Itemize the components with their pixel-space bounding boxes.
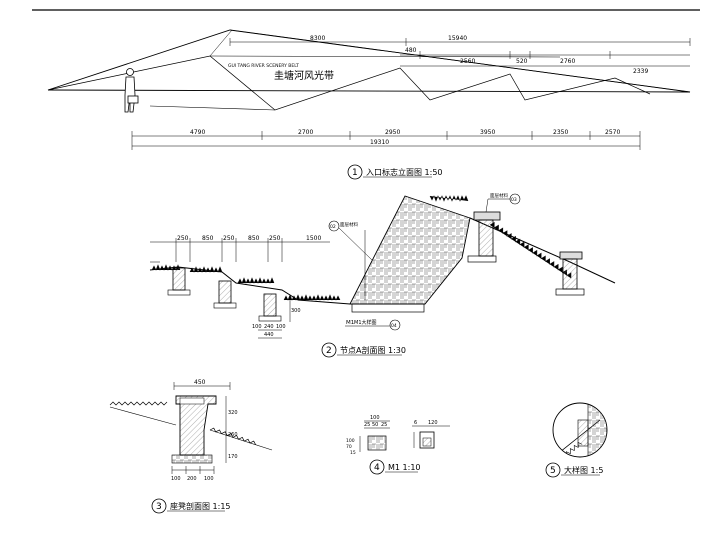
svg-text:5: 5 [550,466,556,476]
dim-label: 520 [516,58,528,65]
dim-label: 170 [228,454,238,460]
svg-text:入口标志立面图 1:50: 入口标志立面图 1:50 [366,167,443,177]
dim-label: 2570 [605,129,620,136]
dim-label: 25 [381,422,387,428]
tag-m1: M1 M1大样图 04 [345,319,401,331]
caption-section: 2 节点A剖面图 1:30 [321,342,406,358]
dim-label: 120 [428,420,438,426]
dim-label: 440 [264,332,274,338]
section-small-dims [258,296,291,339]
dim-label: 3950 [480,129,495,136]
dim-label: 240 [264,324,274,330]
dim-label: 50 [372,422,378,428]
dim-label: 250 [223,235,235,242]
grass [151,195,572,301]
svg-text:02: 02 [330,224,336,230]
dim-label: 2700 [298,129,313,136]
svg-text:节点A剖面图 1:30: 节点A剖面图 1:30 [340,345,406,355]
seat-section [555,251,585,296]
dim-label: 250 [177,235,189,242]
svg-text:面层材料: 面层材料 [340,221,358,228]
svg-text:M1: M1 [346,320,354,326]
dim-label: 4790 [190,129,205,136]
tag-03: 面层材料 03 [485,192,521,213]
dim-total: 19310 [370,139,389,146]
dim-label: 200 [187,476,197,482]
dim-label: 2760 [560,58,575,65]
wall-cap [467,211,501,263]
caption-bench: 3 座凳剖面图 1:15 [151,498,231,514]
dim-label: 15940 [448,35,467,42]
dim-label: 480 [405,47,417,54]
dim-label: 100 [171,476,181,482]
dim-label: 1500 [306,235,321,242]
elevation-top-dims [229,38,691,67]
dim-label: 300 [291,308,301,314]
dim-label: 100 [346,438,355,444]
svg-text:1: 1 [352,168,358,178]
enlarged-detail [552,402,608,458]
dim-label: 100 [276,324,286,330]
post [258,293,282,322]
dim-label: 2560 [460,58,475,65]
dim-label: 100 [370,415,380,421]
dim-label: 2350 [553,129,568,136]
dim-label: 260 [228,432,238,438]
caption-detail5: 5 大样图 1:5 [545,462,603,478]
bench-section-detail [109,382,273,474]
dim-label: 25 [364,422,370,428]
entrance-sign-elevation: GUI TANG RIVER SCENERY BELT 圭塘河风光带 [47,29,691,113]
svg-text:2: 2 [326,346,332,356]
dim-label: 250 [269,235,281,242]
sign-wall-section [349,195,471,313]
svg-text:03: 03 [511,197,517,203]
dim-label: 450 [194,379,206,386]
svg-text:面层材料: 面层材料 [490,192,508,199]
dim-label: 15 [350,450,356,456]
dim-label: 850 [202,235,214,242]
dim-label: 850 [248,235,260,242]
svg-text:M1大样图: M1大样图 [354,319,377,326]
tag-02: 02 面层材料 [328,220,373,261]
svg-text:04: 04 [391,323,397,329]
dim-label: 6 [414,420,417,426]
post [167,267,191,296]
svg-text:4: 4 [374,463,380,473]
dim-label: 100 [204,476,214,482]
dim-label: 2339 [633,68,648,75]
section-dims [150,238,330,263]
dim-label: 70 [346,444,352,450]
svg-text:座凳剖面图 1:15: 座凳剖面图 1:15 [170,501,231,511]
svg-text:3: 3 [156,502,162,512]
svg-text:大样图 1:5: 大样图 1:5 [564,465,603,475]
sign-title-en: GUI TANG RIVER SCENERY BELT [228,63,299,69]
human-figure [124,68,139,113]
caption-elevation: 1 入口标志立面图 1:50 [347,164,443,180]
elevation-bottom-dims [131,131,641,150]
caption-m1: 4 M1 1:10 [369,459,421,475]
m1-detail [359,420,450,452]
sign-title-cn: 圭塘河风光带 [274,69,334,82]
dim-label: 320 [228,410,238,416]
svg-text:M1 1:10: M1 1:10 [388,463,421,472]
dim-label: 2950 [385,129,400,136]
post [213,280,237,309]
dim-label: 8300 [310,35,325,42]
dim-label: 100 [252,324,262,330]
